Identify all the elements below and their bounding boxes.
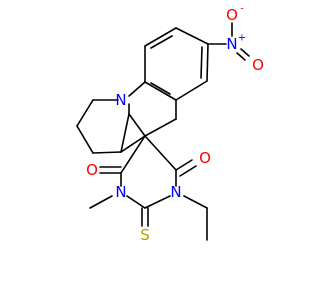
carbonyl-bond <box>179 165 197 177</box>
nitro-nitrogen-charge: + <box>238 33 246 44</box>
ring-bond <box>144 195 171 209</box>
methyl-bond <box>89 195 113 209</box>
nitro-oxygen-right-label: O <box>252 56 264 74</box>
ring-bond <box>128 113 146 137</box>
ring-bond <box>76 99 94 127</box>
aromatic-bond <box>150 35 173 49</box>
nitro-oxygen-top-charge: - <box>240 4 244 15</box>
ring-bond <box>128 81 146 97</box>
amide-nitrogen-left-label: N <box>115 183 126 201</box>
aromatic-bond <box>144 81 177 101</box>
ring-bond <box>144 135 177 171</box>
structure-canvas: N + O - O N O O N N S <box>76 3 264 245</box>
ring-bond <box>76 125 94 154</box>
ring-bond <box>92 151 122 154</box>
ring-bond <box>120 113 130 153</box>
carbonyl-oxygen-left-label: O <box>86 161 98 179</box>
nitro-bond <box>236 52 246 61</box>
aromatic-bond <box>150 82 171 95</box>
ring-bond <box>126 195 146 209</box>
ring-bond <box>144 118 177 137</box>
nitro-nitrogen-label: N <box>226 35 237 53</box>
thione-sulfur-label: S <box>140 226 150 244</box>
molecule-drawing: N + O - O N O O N N S <box>76 4 264 245</box>
aromatic-bond <box>175 80 208 101</box>
amide-nitrogen-right-label: N <box>170 183 181 201</box>
aromatic-bond <box>144 27 177 47</box>
atom-label-layer: N + O - O N O O N N S <box>86 4 264 245</box>
ethyl-bond <box>183 195 208 209</box>
carbonyl-oxygen-right-label: O <box>199 149 211 167</box>
nitro-oxygen-top-label: O <box>226 6 238 24</box>
carbonyl-bond <box>175 159 193 171</box>
nitro-bond <box>240 48 250 57</box>
ring-bond <box>120 135 146 174</box>
bond-layer <box>76 22 250 241</box>
aromatic-bond <box>175 27 209 45</box>
aromatic-bond <box>206 43 209 82</box>
aromatic-bond <box>200 46 203 79</box>
ring-bond <box>120 135 146 153</box>
ring-nitrogen-label: N <box>115 91 126 109</box>
